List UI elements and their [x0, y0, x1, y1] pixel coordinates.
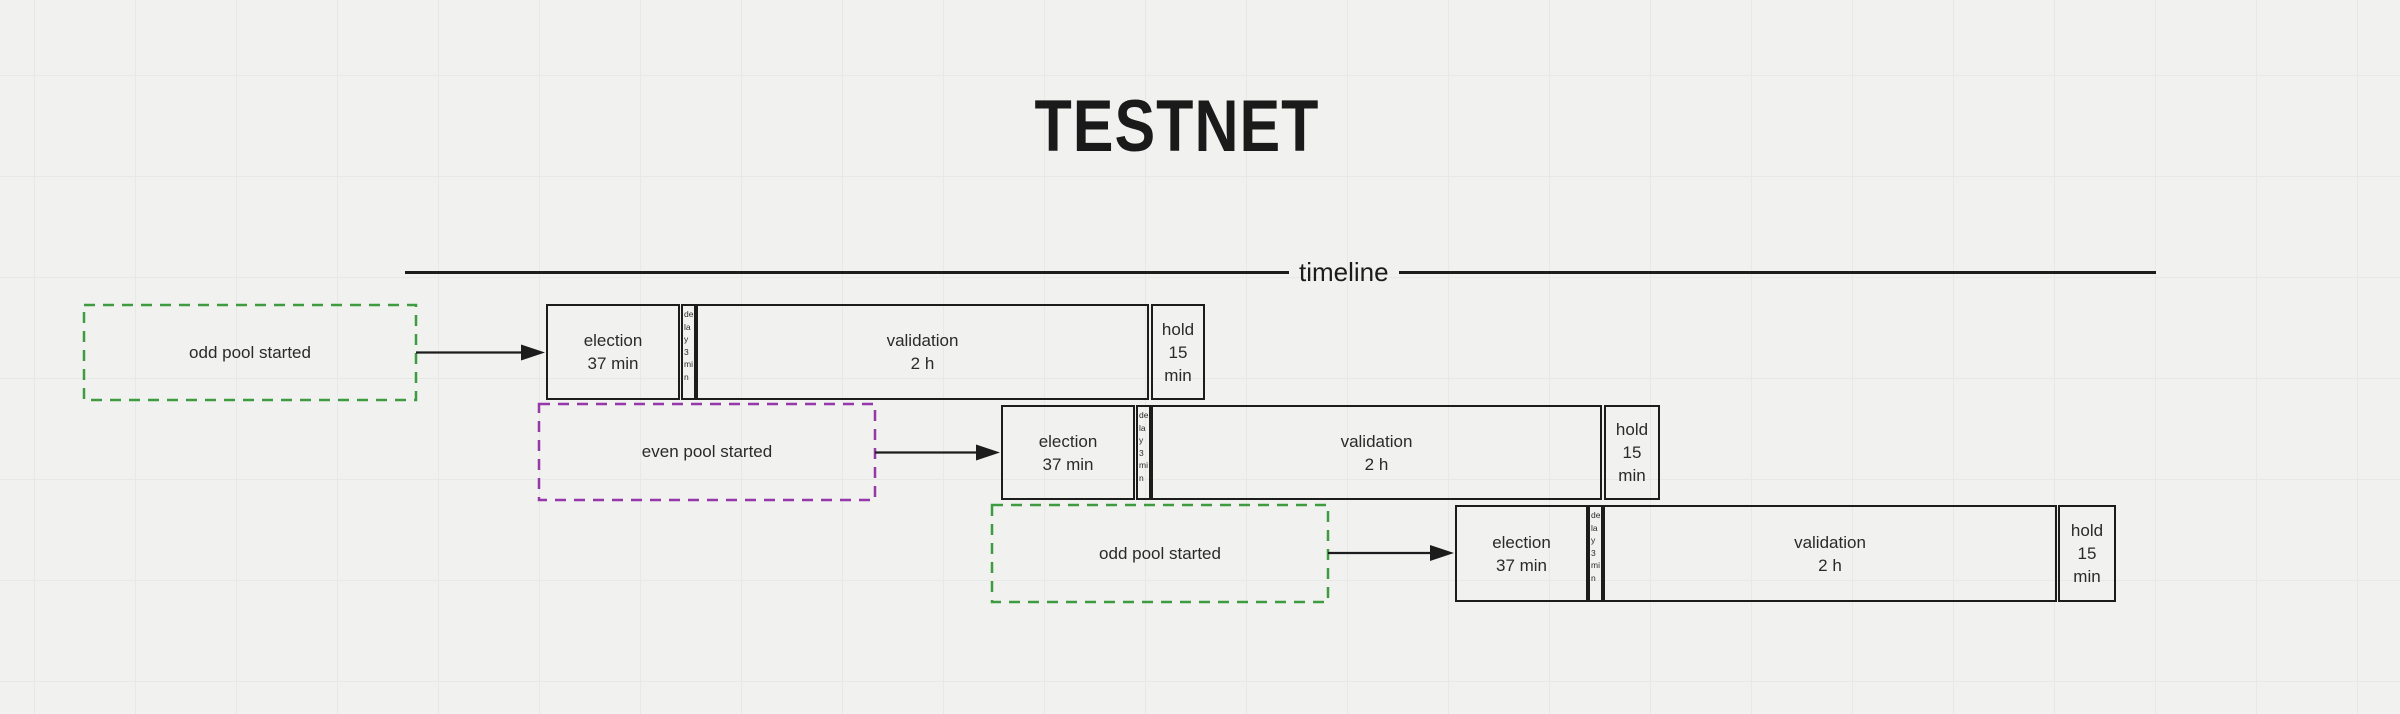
trigger-label: odd pool started: [189, 342, 311, 362]
timeline: timeline: [405, 254, 2156, 290]
election-phase-row1[interactable]: election 37 min: [546, 304, 680, 400]
phase-duration: 37 min: [1495, 555, 1548, 575]
hold-phase-row3[interactable]: hold 15 min: [2058, 505, 2116, 602]
delay-phase-row2[interactable]: delay 3 min: [1136, 405, 1151, 500]
phase-duration: 37 min: [1042, 454, 1094, 474]
trigger-box-even-pool[interactable]: even pool started: [539, 404, 875, 500]
phase-name: hold: [1615, 420, 1649, 439]
hold-phase-row1[interactable]: hold 15 min: [1151, 304, 1205, 400]
validation-phase-row3[interactable]: validation 2 h: [1603, 505, 2057, 602]
phase-name: election: [1038, 431, 1098, 451]
phase-duration: 37 min: [587, 354, 639, 373]
phase-name: delay 3 min: [684, 309, 694, 382]
election-phase-row2[interactable]: election 37 min: [1001, 405, 1135, 500]
delay-phase-row3[interactable]: delay 3 min: [1588, 505, 1603, 602]
phase-name: hold: [1161, 319, 1195, 339]
phase-duration: 2 h: [1364, 454, 1389, 474]
phase-name: election: [583, 331, 643, 350]
timeline-line-right: [1398, 270, 2156, 274]
trigger-label: even pool started: [641, 442, 773, 461]
hold-phase-row2[interactable]: hold 15 min: [1604, 405, 1660, 500]
timeline-line-left: [405, 270, 1289, 274]
delay-phase-row1[interactable]: delay 3 min: [681, 304, 696, 400]
arrow-head-row3: [1430, 545, 1454, 561]
phase-duration: 15 min: [2073, 544, 2101, 586]
phase-duration: 2 h: [1818, 555, 1842, 575]
phase-name: delay 3 min: [1591, 510, 1601, 583]
phase-name: election: [1492, 532, 1551, 552]
phase-duration: 15 min: [1164, 342, 1192, 385]
trigger-box-odd-pool-1[interactable]: odd pool started: [84, 305, 416, 400]
diagram-title: TESTNET: [1034, 85, 1320, 167]
phase-name: validation: [1340, 431, 1413, 451]
trigger-label: odd pool started: [1099, 543, 1221, 563]
phase-duration: 2 h: [910, 354, 935, 373]
phase-name: delay 3 min: [1139, 410, 1149, 483]
election-phase-row3[interactable]: election 37 min: [1455, 505, 1588, 602]
arrow-head-row2: [976, 444, 1000, 461]
phase-name: validation: [1794, 532, 1866, 552]
timeline-label: timeline: [1299, 257, 1389, 287]
phase-duration: 15 min: [1618, 443, 1646, 485]
phase-name: validation: [886, 331, 959, 350]
validation-phase-row1[interactable]: validation 2 h: [696, 304, 1149, 400]
arrow-head-row1: [521, 344, 545, 361]
phase-name: hold: [2070, 521, 2104, 540]
trigger-box-odd-pool-2[interactable]: odd pool started: [992, 505, 1328, 602]
validation-phase-row2[interactable]: validation 2 h: [1151, 405, 1602, 500]
